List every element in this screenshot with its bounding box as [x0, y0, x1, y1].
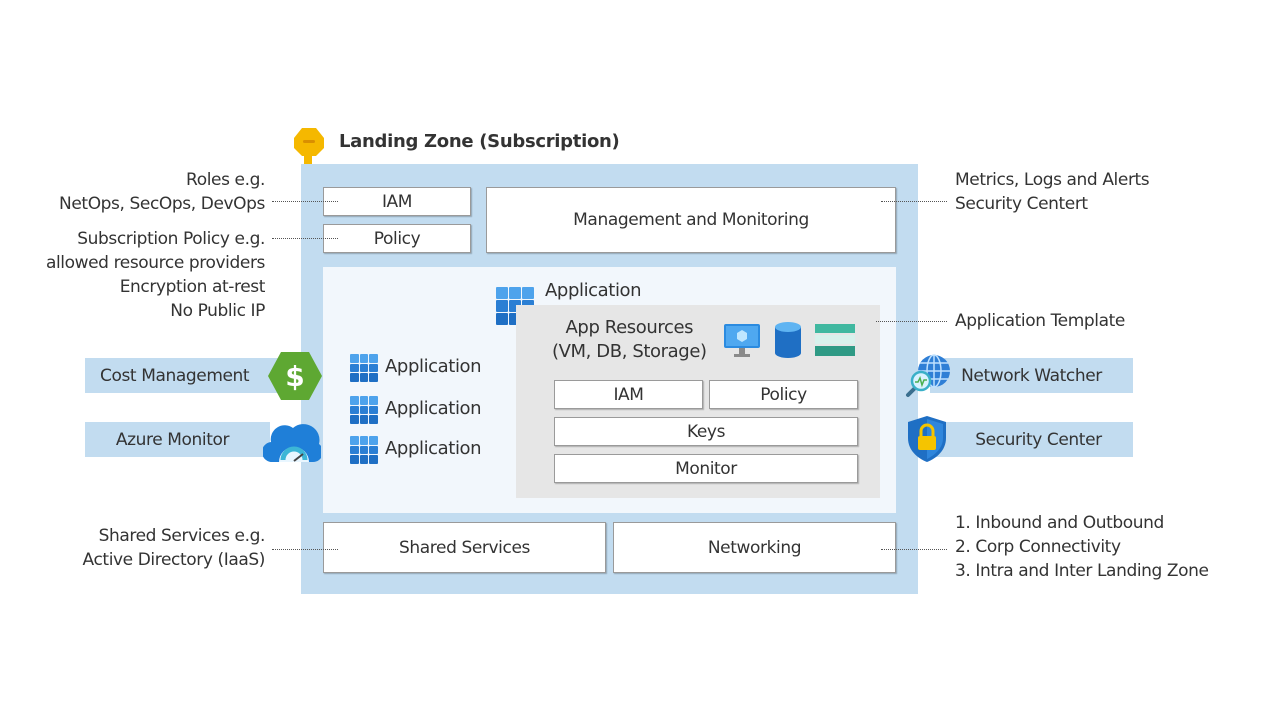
roles-annotation: Roles e.g. NetOps, SecOps, DevOps	[59, 168, 265, 216]
annotation-line: Subscription Policy e.g.	[77, 229, 265, 249]
security-center-label: Security Center	[975, 429, 1102, 450]
app-resources-line: (VM, DB, Storage)	[552, 341, 707, 362]
application-template-annotation: Application Template	[955, 311, 1125, 331]
annotation-line: 1. Inbound and Outbound	[955, 513, 1164, 533]
shared-services-box[interactable]: Shared Services	[323, 522, 606, 573]
annotation-line: Metrics, Logs and Alerts	[955, 170, 1150, 190]
monitoring-connector	[881, 201, 947, 202]
cost-management-icon: $	[268, 352, 322, 400]
annotation-line: 3. Intra and Inter Landing Zone	[955, 561, 1209, 581]
application-icon	[350, 354, 378, 382]
annotation-line: Security Centert	[955, 194, 1088, 214]
application-label: Application	[385, 398, 482, 419]
azure-monitor-icon	[261, 418, 323, 464]
app-iam-box[interactable]: IAM	[554, 380, 703, 409]
key-icon	[292, 126, 326, 178]
main-application-label: Application	[545, 280, 642, 301]
annotation-line: NetOps, SecOps, DevOps	[59, 194, 265, 214]
monitor-box[interactable]: Monitor	[554, 454, 858, 483]
networking-connector	[881, 549, 947, 550]
shared-services-annotation: Shared Services e.g. Active Directory (I…	[82, 524, 266, 572]
app-resources-line: App Resources	[565, 317, 694, 338]
annotation-line: Shared Services e.g.	[98, 526, 266, 546]
cost-management-band[interactable]: Cost Management	[85, 358, 280, 393]
azure-monitor-band[interactable]: Azure Monitor	[85, 422, 270, 457]
cost-management-label: Cost Management	[100, 365, 250, 386]
security-center-icon	[908, 416, 946, 462]
policy-annotation: Subscription Policy e.g. allowed resourc…	[46, 227, 265, 323]
security-center-band[interactable]: Security Center	[930, 422, 1133, 457]
svg-text:$: $	[285, 360, 304, 393]
network-watcher-label: Network Watcher	[961, 365, 1102, 386]
application-label: Application	[385, 356, 482, 377]
landing-zone-title: Landing Zone (Subscription)	[339, 131, 620, 152]
annotation-line: 2. Corp Connectivity	[955, 537, 1121, 557]
annotation-line: Encryption at-rest	[119, 277, 266, 297]
policy-connector	[272, 238, 338, 239]
annotation-line: allowed resource providers	[45, 253, 265, 273]
network-watcher-icon	[904, 353, 952, 399]
monitoring-annotation: Metrics, Logs and Alerts Security Center…	[955, 168, 1150, 216]
app-policy-box[interactable]: Policy	[709, 380, 858, 409]
networking-annotation: 1. Inbound and Outbound 2. Corp Connecti…	[955, 511, 1209, 583]
app-resources-title: App Resources (VM, DB, Storage)	[552, 316, 707, 364]
policy-box[interactable]: Policy	[323, 224, 471, 253]
iam-box[interactable]: IAM	[323, 187, 471, 216]
annotation-line: No Public IP	[170, 301, 265, 321]
application-icon	[350, 436, 378, 464]
database-icon	[775, 322, 801, 358]
roles-connector	[272, 201, 338, 202]
management-monitoring-box[interactable]: Management and Monitoring	[486, 187, 896, 253]
template-connector	[876, 321, 947, 322]
network-watcher-band[interactable]: Network Watcher	[930, 358, 1133, 393]
annotation-line: Active Directory (IaaS)	[82, 550, 266, 570]
application-label: Application	[385, 438, 482, 459]
networking-box[interactable]: Networking	[613, 522, 896, 573]
azure-monitor-label: Azure Monitor	[115, 429, 230, 450]
storage-icon	[815, 324, 855, 356]
keys-box[interactable]: Keys	[554, 417, 858, 446]
shared-services-connector	[272, 549, 338, 550]
application-icon	[350, 396, 378, 424]
virtual-machine-icon	[724, 324, 760, 358]
annotation-line: Roles e.g.	[186, 170, 265, 190]
